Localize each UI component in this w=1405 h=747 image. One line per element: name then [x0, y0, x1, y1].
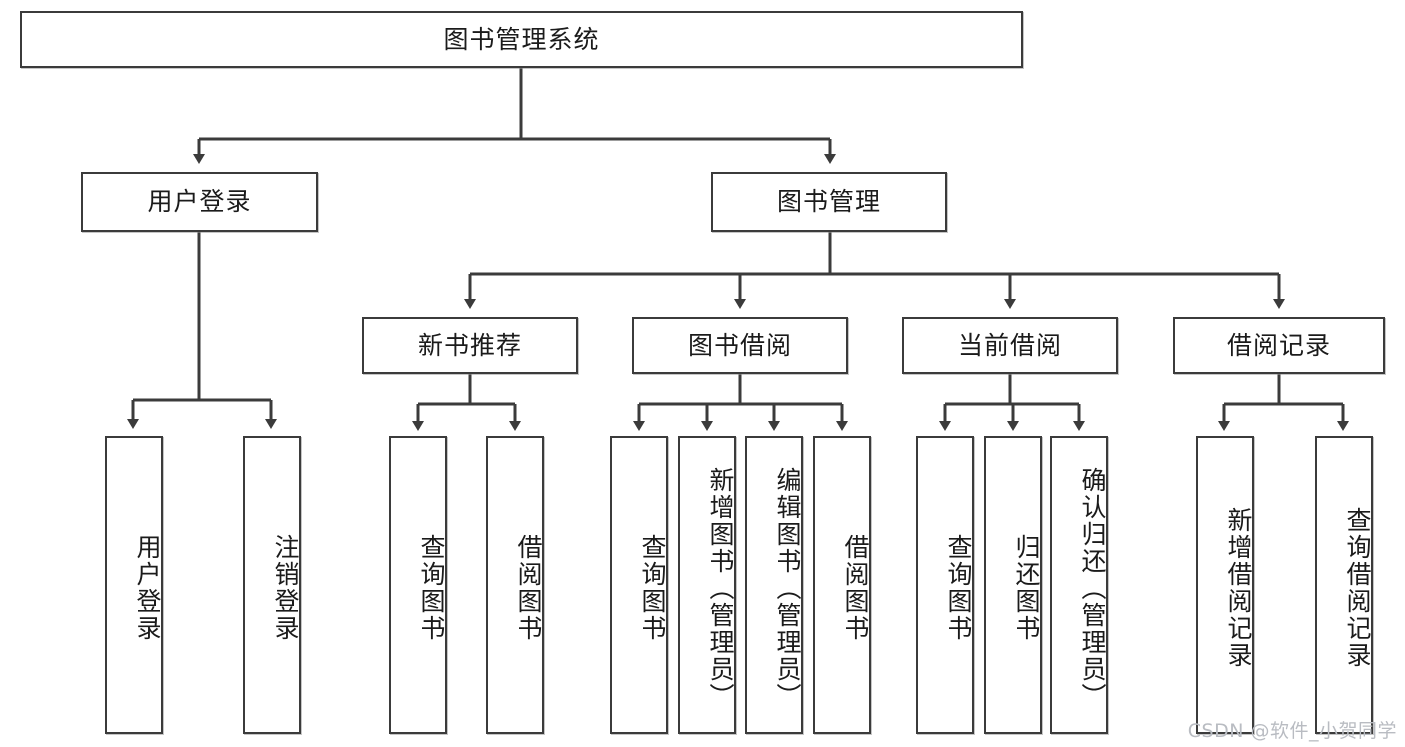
node-book-management[interactable]: 图书管理: [711, 172, 947, 232]
node-label: 当前借阅: [957, 330, 1062, 360]
node-label: 图书管理: [776, 187, 881, 217]
node-current-borrow[interactable]: 当前借阅: [902, 317, 1118, 374]
node-label: 用户登录: [147, 187, 252, 217]
leaf-current-borrow-return[interactable]: 归还图书: [984, 436, 1042, 734]
node-label: 查询图书: [417, 534, 446, 642]
leaf-new-book-borrow[interactable]: 借阅图书: [486, 436, 544, 734]
node-label: 注销登录: [271, 534, 300, 642]
node-label: 查询借阅记录: [1343, 507, 1372, 669]
node-label: 借阅图书: [841, 534, 870, 642]
node-label: 确认归还（管理员）: [1078, 466, 1107, 710]
node-borrow-record[interactable]: 借阅记录: [1173, 317, 1385, 374]
node-label: 图书管理系统: [443, 24, 600, 54]
node-label: 编辑图书（管理员）: [773, 466, 802, 710]
leaf-current-borrow-confirm-return[interactable]: 确认归还（管理员）: [1050, 436, 1108, 734]
leaf-user-login-logout[interactable]: 注销登录: [243, 436, 301, 734]
node-label: 查询图书: [638, 534, 667, 642]
leaf-book-borrow-add[interactable]: 新增图书（管理员）: [678, 436, 736, 734]
node-label: 借阅记录: [1226, 330, 1331, 360]
leaf-current-borrow-query[interactable]: 查询图书: [916, 436, 974, 734]
leaf-book-borrow-edit[interactable]: 编辑图书（管理员）: [745, 436, 803, 734]
node-book-borrow[interactable]: 图书借阅: [632, 317, 848, 374]
node-label: 图书借阅: [687, 330, 792, 360]
leaf-borrow-record-add[interactable]: 新增借阅记录: [1196, 436, 1254, 734]
node-label: 新增借阅记录: [1224, 507, 1253, 669]
leaf-book-borrow-query[interactable]: 查询图书: [610, 436, 668, 734]
node-new-book-recommend[interactable]: 新书推荐: [362, 317, 578, 374]
node-label: 归还图书: [1012, 534, 1041, 642]
node-label: 借阅图书: [514, 534, 543, 642]
node-label: 查询图书: [944, 534, 973, 642]
leaf-borrow-record-query[interactable]: 查询借阅记录: [1315, 436, 1373, 734]
node-user-login[interactable]: 用户登录: [81, 172, 318, 232]
node-label: 新增图书（管理员）: [706, 466, 735, 710]
node-label: 用户登录: [133, 534, 162, 642]
node-root-book-management-system[interactable]: 图书管理系统: [20, 11, 1023, 68]
leaf-user-login-login[interactable]: 用户登录: [105, 436, 163, 734]
watermark-text: CSDN @软件_小贺同学: [1187, 720, 1397, 742]
leaf-new-book-query[interactable]: 查询图书: [389, 436, 447, 734]
node-label: 新书推荐: [417, 330, 522, 360]
leaf-book-borrow-borrow[interactable]: 借阅图书: [813, 436, 871, 734]
